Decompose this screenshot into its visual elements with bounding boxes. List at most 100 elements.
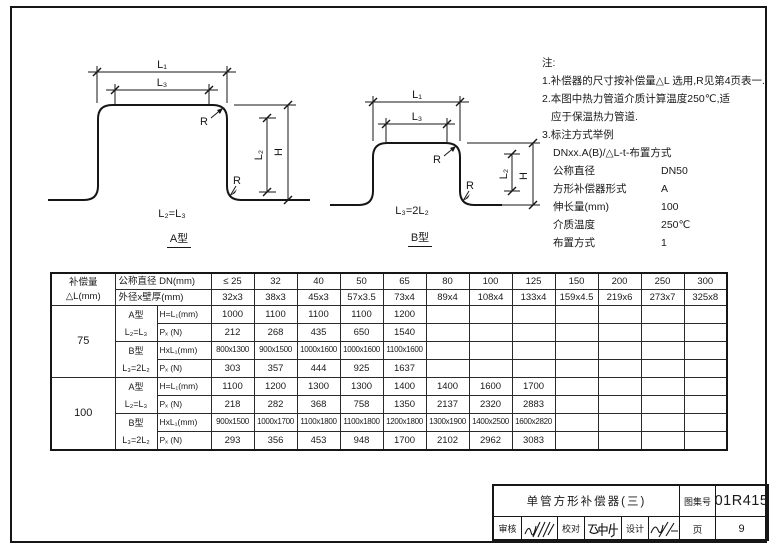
signature-scribble	[588, 522, 618, 537]
table-header-od-value: 32x3	[210, 289, 255, 306]
note-line: 1.补偿器的尺寸按补偿量△L 选用,R见第4页表一.	[542, 75, 765, 87]
table-header-od: 外径x壁厚(mm)	[114, 289, 212, 306]
table-cell	[640, 377, 685, 396]
notes-block: 注: 1.补偿器的尺寸按补偿量△L 选用,R见第4页表一.2.本图中热力管道介质…	[542, 54, 770, 252]
table-cell	[640, 341, 685, 360]
table-row-label: Pₓ (N)	[156, 431, 212, 451]
table-cell	[597, 323, 642, 342]
table-cell: 1600	[468, 377, 513, 396]
header-line: △L(mm)	[65, 290, 101, 302]
table-cell: 1400x2500	[468, 413, 513, 432]
dim-label-l3-b: L₃	[412, 111, 423, 123]
table-row-label: Pₓ (N)	[156, 359, 212, 378]
table-header-compensation: 补偿量 △L(mm)	[50, 272, 116, 306]
proof-signature	[584, 517, 621, 540]
table-cell	[640, 323, 685, 342]
dim-label-l3-a: L₃	[157, 77, 168, 89]
table-header-od-value: 38x3	[253, 289, 298, 306]
note-example-label: 公称直径	[553, 165, 595, 177]
table-row-label: H=L₁(mm)	[156, 305, 212, 324]
table-header-dn-value: 50	[339, 272, 384, 290]
note-example-value: 100	[661, 201, 679, 213]
table-header-od-value: 73x4	[382, 289, 427, 306]
table-cell: 900x1500	[210, 413, 255, 432]
table-cell: 435	[296, 323, 341, 342]
table-header-dn-value: 32	[253, 272, 298, 290]
note-line: 2.本图中热力管道介质计算温度250℃,适	[542, 93, 730, 105]
review-label: 审核	[498, 524, 517, 534]
table-cell-delta-l: 100	[50, 377, 116, 451]
table-row-label: Pₓ (N)	[156, 395, 212, 414]
table-cell	[597, 359, 642, 378]
table-row-label: H=L₁(mm)	[156, 377, 212, 396]
table-header-od-value: 219x6	[597, 289, 642, 306]
table-cell: 1200	[382, 305, 427, 324]
table-cell	[554, 395, 599, 414]
note-example-label: 布置方式	[553, 237, 595, 249]
table-cell: 1100	[296, 305, 341, 324]
dim-label-l2-b: L₂	[498, 169, 510, 179]
type-relation: L₃=2L₂	[122, 434, 150, 445]
dim-label-h-b: H	[518, 172, 530, 180]
table-cell: 2102	[425, 431, 470, 451]
table-cell: 3083	[511, 431, 556, 451]
table-cell	[597, 431, 642, 451]
table-cell-delta-l: 75	[50, 305, 116, 378]
table-cell	[683, 377, 728, 396]
radius-label-top-b: R	[433, 154, 441, 166]
note-line: 应于保温热力管道.	[551, 111, 638, 123]
table-cell	[468, 323, 513, 342]
table-header-dn-value: 65	[382, 272, 427, 290]
dim-label-l2-a: L₂	[253, 150, 265, 160]
table-cell	[554, 413, 599, 432]
table-header-dn-value: 125	[511, 272, 556, 290]
table-cell: 282	[253, 395, 298, 414]
table-cell	[683, 359, 728, 378]
table-header-od-value: 45x3	[296, 289, 341, 306]
table-cell: 1300	[339, 377, 384, 396]
table-cell	[597, 413, 642, 432]
pipe-outline-a	[48, 104, 310, 201]
table-cell: 900x1500	[253, 341, 298, 360]
table-cell: 1400	[382, 377, 427, 396]
table-cell: 444	[296, 359, 341, 378]
table-header-od-value: 159x4.5	[554, 289, 599, 306]
drawing-title: 单管方形补偿器(三)	[526, 496, 647, 508]
table-cell: 650	[339, 323, 384, 342]
table-cell	[597, 305, 642, 324]
caption-b: B型	[375, 229, 465, 247]
table-cell	[468, 305, 513, 324]
header-line: 补偿量	[68, 276, 98, 288]
table-cell	[597, 377, 642, 396]
table-cell	[597, 395, 642, 414]
table-cell	[468, 359, 513, 378]
table-cell	[554, 431, 599, 451]
table-cell: 948	[339, 431, 384, 451]
table-header-dn-value: 200	[597, 272, 642, 290]
table-cell	[683, 323, 728, 342]
table-header-od-value: 133x4	[511, 289, 556, 306]
table-cell	[597, 341, 642, 360]
design-label: 设计	[621, 517, 648, 540]
type-label: B型	[128, 345, 144, 356]
title-block-row2: 审核 校对 设计 页 9	[494, 517, 767, 540]
proof-label: 校对	[557, 517, 584, 540]
diagram-b: L₁ L₃ H L₂ R R	[330, 89, 540, 210]
table-row-label: Pₓ (N)	[156, 323, 212, 342]
dim-label-l1-a: L₁	[157, 59, 167, 71]
table-cell	[554, 341, 599, 360]
table-cell	[640, 431, 685, 451]
table-cell	[468, 341, 513, 360]
table-cell	[683, 305, 728, 324]
